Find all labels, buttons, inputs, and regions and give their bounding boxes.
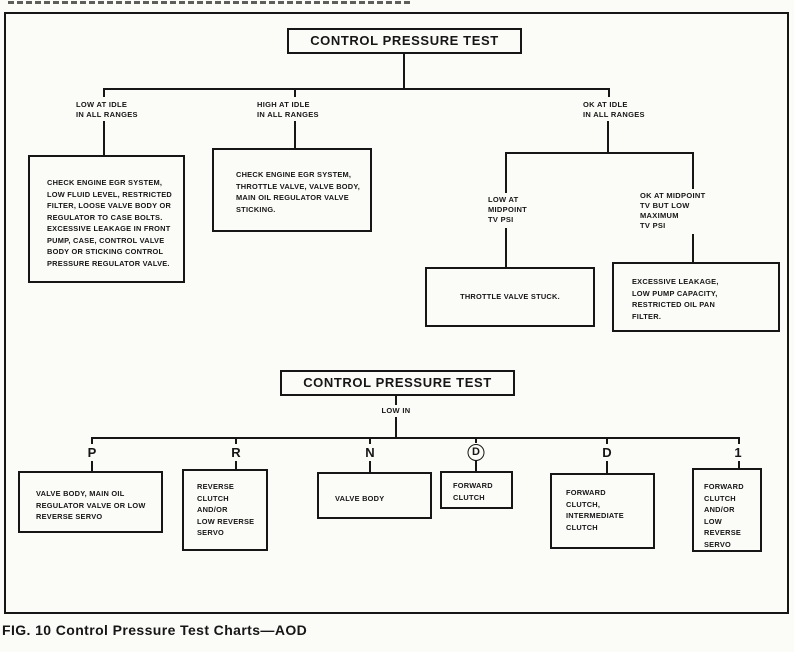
gear-label-first: 1 — [734, 445, 742, 460]
result-box-overdrive: FORWARD CLUTCH — [440, 471, 513, 509]
connector — [505, 228, 507, 267]
connector — [103, 121, 105, 155]
figure-caption: FIG. 10 Control Pressure Test Charts—AOD — [2, 622, 308, 638]
scan-artifact — [8, 1, 410, 4]
connector — [403, 54, 405, 88]
connector — [369, 437, 371, 444]
result-text: FORWARD CLUTCH AND/OR LOW REVERSE SERVO — [704, 482, 744, 549]
chart2-title-box: CONTROL PRESSURE TEST — [280, 370, 515, 396]
result-text: REVERSE CLUTCH AND/OR LOW REVERSE SERVO — [197, 482, 255, 537]
branch-label-high-at-idle: HIGH AT IDLE IN ALL RANGES — [257, 100, 319, 119]
connector — [505, 152, 507, 193]
result-box-high-at-idle: CHECK ENGINE EGR SYSTEM, THROTTLE VALVE,… — [212, 148, 372, 232]
chart1-title-box: CONTROL PRESSURE TEST — [287, 28, 522, 54]
gear-label-park: P — [87, 445, 97, 460]
gear-label-reverse: R — [231, 445, 241, 460]
connector — [738, 461, 740, 468]
result-text: FORWARD CLUTCH, INTERMEDIATE CLUTCH — [566, 488, 624, 532]
connector — [91, 461, 93, 471]
connector — [369, 461, 371, 472]
figure-border — [4, 12, 789, 614]
connector — [692, 234, 694, 262]
result-text: CHECK ENGINE EGR SYSTEM, THROTTLE VALVE,… — [236, 170, 361, 214]
result-box-first: FORWARD CLUTCH AND/OR LOW REVERSE SERVO — [692, 468, 762, 552]
connector — [606, 461, 608, 473]
connector — [606, 437, 608, 444]
connector — [294, 121, 296, 148]
connector — [692, 152, 694, 189]
connector — [738, 437, 740, 444]
gear-label-neutral: N — [365, 445, 375, 460]
circled-d-symbol: D — [467, 444, 485, 461]
result-box-park: VALVE BODY, MAIN OIL REGULATOR VALVE OR … — [18, 471, 163, 533]
result-box-drive: FORWARD CLUTCH, INTERMEDIATE CLUTCH — [550, 473, 655, 549]
branch-label-low-at-idle: LOW AT IDLE IN ALL RANGES — [76, 100, 138, 119]
result-box-neutral: VALVE BODY — [317, 472, 432, 519]
connector — [103, 88, 610, 90]
connector — [475, 460, 477, 471]
connector — [607, 121, 609, 152]
result-text: VALVE BODY — [335, 494, 385, 503]
result-box-excessive-leakage: EXCESSIVE LEAKAGE, LOW PUMP CAPACITY, RE… — [612, 262, 780, 332]
connector — [235, 437, 237, 444]
gear-label-overdrive: D — [467, 444, 485, 461]
connector — [505, 152, 694, 154]
connector — [91, 437, 93, 444]
branch-label-ok-at-midpoint: OK AT MIDPOINT TV BUT LOW MAXIMUM TV PSI — [640, 191, 706, 230]
result-text: VALVE BODY, MAIN OIL REGULATOR VALVE OR … — [36, 489, 146, 521]
connector — [475, 437, 477, 443]
connector — [294, 88, 296, 97]
connector — [608, 88, 610, 97]
connector — [235, 461, 237, 469]
result-box-reverse: REVERSE CLUTCH AND/OR LOW REVERSE SERVO — [182, 469, 268, 551]
branch-label-ok-at-idle: OK AT IDLE IN ALL RANGES — [583, 100, 645, 119]
connector — [103, 88, 105, 97]
connector — [395, 417, 397, 437]
branch-label-low-at-midpoint: LOW AT MIDPOINT TV PSI — [488, 195, 528, 224]
connector — [92, 437, 740, 439]
result-box-low-at-idle: CHECK ENGINE EGR SYSTEM, LOW FLUID LEVEL… — [28, 155, 185, 283]
result-text: THROTTLE VALVE STUCK. — [460, 292, 560, 302]
result-text: CHECK ENGINE EGR SYSTEM, LOW FLUID LEVEL… — [47, 178, 172, 268]
connector — [395, 396, 397, 405]
result-text: EXCESSIVE LEAKAGE, LOW PUMP CAPACITY, RE… — [632, 277, 719, 321]
condition-label-low-in: LOW IN — [381, 406, 411, 415]
result-text: FORWARD CLUTCH — [453, 481, 493, 502]
result-box-throttle-valve-stuck: THROTTLE VALVE STUCK. — [425, 267, 595, 327]
gear-label-drive: D — [602, 445, 612, 460]
